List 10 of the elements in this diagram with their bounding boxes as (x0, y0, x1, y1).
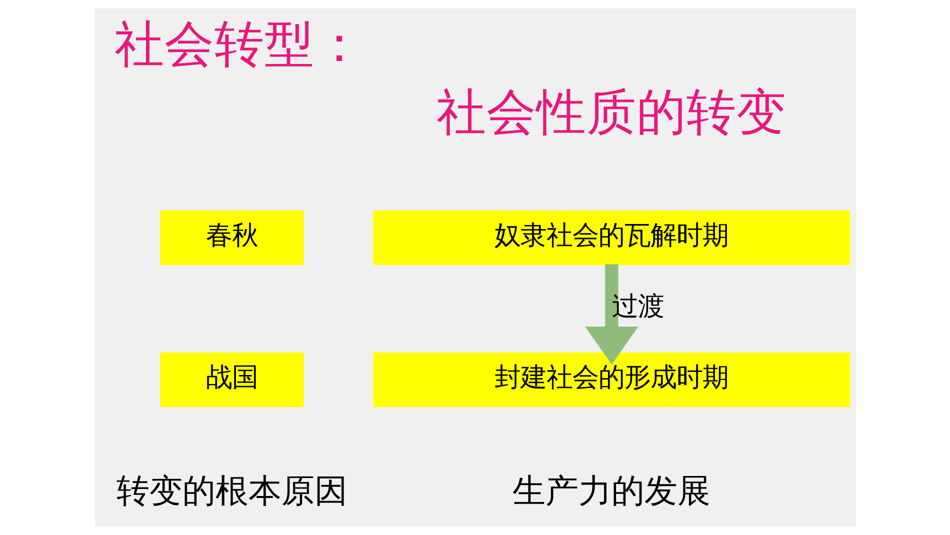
node-box: 春秋 (160, 210, 304, 266)
node-box: 封建社会的形成时期 (372, 352, 850, 407)
label: 转变的根本原因 (116, 470, 348, 510)
arrow (584, 264, 638, 365)
node-box: 奴隶社会的瓦解时期 (372, 210, 850, 266)
node-box: 战国 (160, 352, 304, 407)
diagram-title: 社会转型： (114, 15, 364, 74)
edge-label: 过渡 (612, 291, 664, 322)
label: 社会性质的转变 (436, 82, 786, 141)
label: 生产力的发展 (512, 470, 710, 510)
